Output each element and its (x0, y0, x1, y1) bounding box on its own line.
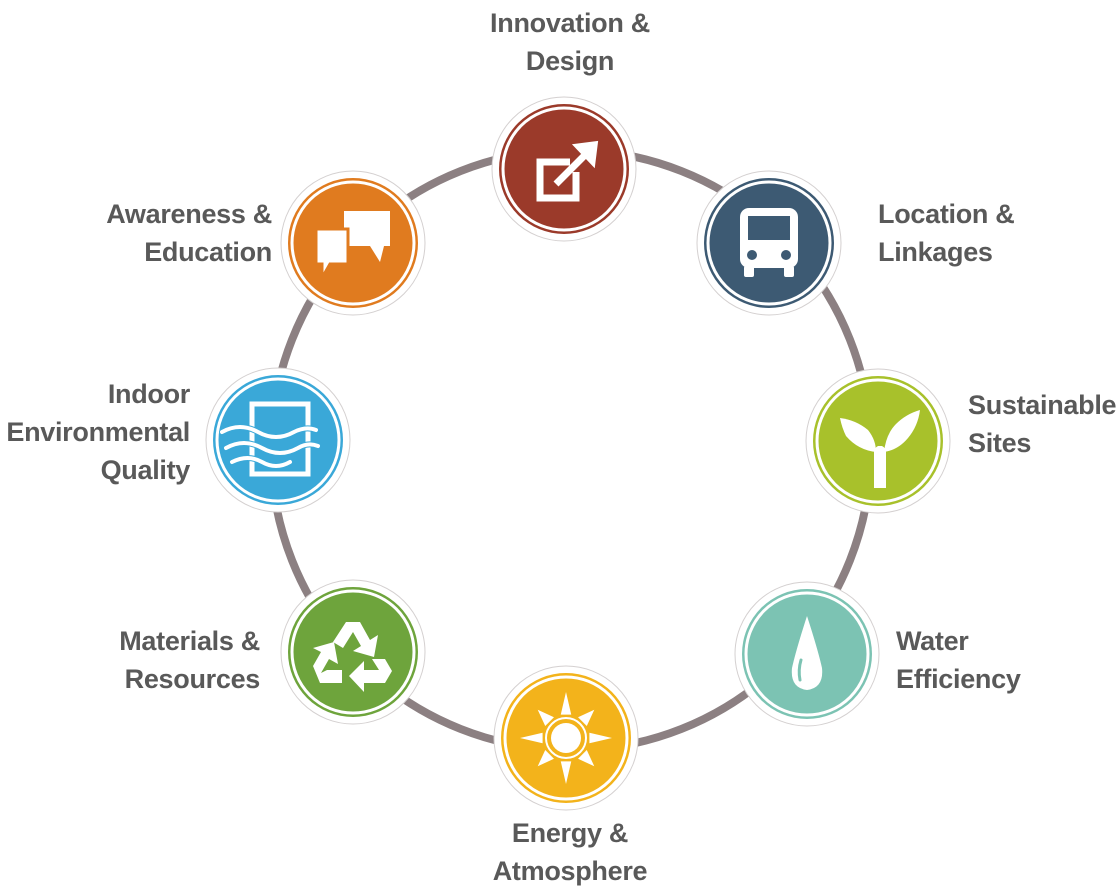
sun-icon (520, 692, 612, 784)
materials-resources-label: Materials & Resources (119, 626, 260, 694)
indoor-environmental-quality-label: Indoor Environmental Quality (6, 379, 190, 485)
sun-ring (545, 717, 587, 759)
innovation-design-node[interactable] (491, 96, 637, 242)
materials-resources-node[interactable] (280, 579, 426, 725)
sun-ray (578, 750, 595, 767)
water-drop-icon (791, 616, 823, 690)
bus-icon (740, 208, 798, 277)
sun-disc (551, 723, 581, 753)
sun-ray (537, 750, 554, 767)
sun-ray (589, 732, 612, 744)
sprout-icon (840, 410, 920, 488)
innovation-design-label: Innovation & Design (490, 8, 650, 76)
indoor-environmental-quality-node[interactable] (205, 367, 351, 513)
water-efficiency-label: Water Efficiency (896, 626, 1021, 694)
sustainable-sites-node[interactable] (805, 368, 951, 514)
sun-ray (560, 761, 572, 784)
air-window-icon (219, 401, 321, 477)
recycle-icon (313, 622, 392, 692)
chat-bubbles-icon (314, 211, 390, 284)
awareness-education-node[interactable] (280, 170, 426, 316)
sustainable-sites-label: Sustainable Sites (968, 390, 1117, 458)
location-linkages-label: Location & Linkages (878, 199, 1015, 267)
energy-atmosphere-label: Energy & Atmosphere (492, 818, 648, 886)
external-link-icon (536, 140, 599, 202)
sun-ray (520, 732, 543, 744)
sun-ray (537, 709, 554, 726)
water-efficiency-node[interactable] (734, 581, 880, 727)
sun-ray (578, 709, 595, 726)
sun-ray (560, 692, 572, 715)
energy-atmosphere-node[interactable] (493, 665, 639, 811)
location-linkages-node[interactable] (696, 170, 842, 316)
awareness-education-label: Awareness & Education (106, 199, 272, 267)
